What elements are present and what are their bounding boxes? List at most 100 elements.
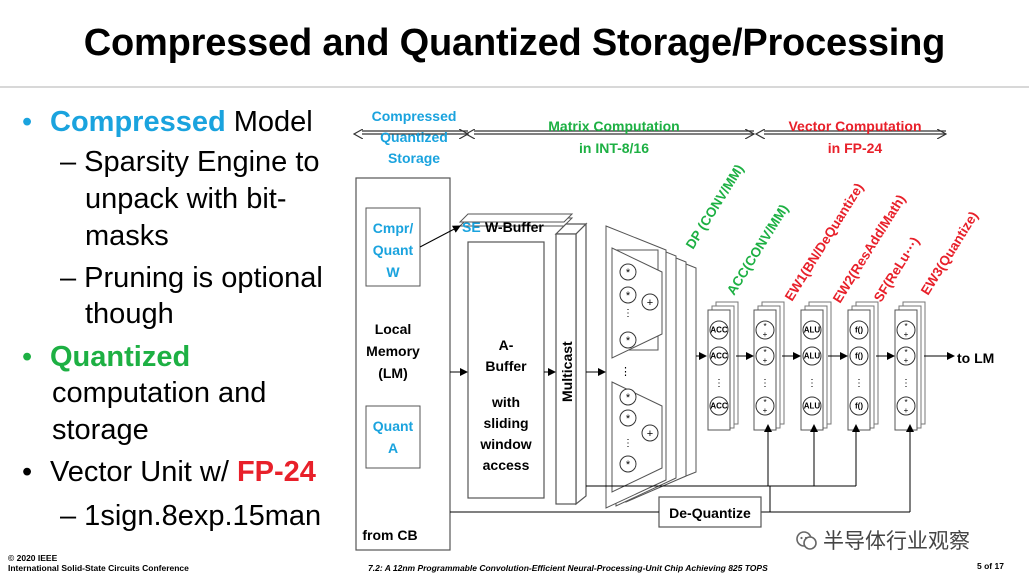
bullet-compressed-text: Model bbox=[225, 106, 313, 138]
acc-lane: ACC ACC ⋮ ACC bbox=[707, 301, 739, 431]
w-buffer-label: W-Buffer bbox=[485, 219, 544, 235]
multicast-block bbox=[554, 222, 588, 506]
header-matrix-2: in INT-8/16 bbox=[579, 140, 649, 156]
stage-label-dp: DP (CONV/MM) bbox=[683, 162, 747, 252]
svg-text:*: * bbox=[626, 392, 631, 404]
footer-copyright: © 2020 IEEE International Solid-State Ci… bbox=[8, 553, 189, 573]
cmpr-label-3: W bbox=[386, 264, 400, 280]
footer-paper-title: 7.2: A 12nm Programmable Convolution-Eff… bbox=[368, 563, 768, 573]
bullet-compressed: • Compressed Model bbox=[22, 104, 313, 141]
w-buffer-stack bbox=[458, 213, 574, 227]
ew1-lane: *+*+⋮*+ bbox=[753, 301, 785, 431]
multicast-label: Multicast bbox=[559, 341, 575, 402]
arrow-w-to-se bbox=[419, 225, 461, 248]
cmpr-label-1: Cmpr/ bbox=[373, 220, 414, 236]
sub-bullet-fp24-format: – 1sign.8exp.15man bbox=[60, 500, 322, 532]
a-buffer-label-6: access bbox=[483, 457, 530, 473]
wechat-icon bbox=[796, 531, 817, 550]
a-buffer-label-5: window bbox=[479, 436, 531, 452]
lane-ellipsis: ⋮ bbox=[901, 378, 911, 389]
svg-text:*: * bbox=[626, 459, 631, 471]
dp-lower-unit: * * + ⋮ * bbox=[611, 381, 663, 493]
header-arrows bbox=[362, 131, 946, 134]
header-vector-1: Vector Computation bbox=[788, 118, 921, 134]
vector-lanes: ACCACC⋮ACC*+*+⋮*+ALUALU⋮ALUf()f()⋮f()*+*… bbox=[707, 301, 926, 431]
a-buffer-label-3: with bbox=[491, 394, 520, 410]
ew3-lane: *+*+⋮*+ bbox=[894, 301, 926, 431]
slide-title: Compressed and Quantized Storage/Process… bbox=[83, 22, 946, 64]
svg-text:*: * bbox=[626, 290, 631, 302]
a-buffer-label-2: Buffer bbox=[485, 358, 527, 374]
lane-cell bbox=[896, 320, 916, 340]
svg-text:⋮: ⋮ bbox=[623, 308, 633, 319]
header-matrix-1: Matrix Computation bbox=[548, 118, 679, 134]
header-storage-2: Quantized bbox=[380, 129, 448, 145]
dp-upper-unit: * * + ⋮ * bbox=[611, 247, 663, 359]
svg-text:*: * bbox=[626, 413, 631, 425]
footer-copyright-line2: International Solid-State Circuits Confe… bbox=[8, 563, 189, 573]
lane-cell bbox=[849, 346, 869, 366]
footer-copyright-line1: © 2020 IEEE bbox=[8, 553, 58, 563]
lane-cell-label: ACC bbox=[710, 326, 728, 335]
lane-cell bbox=[755, 320, 775, 340]
header-vector-2: in FP-24 bbox=[828, 140, 883, 156]
lane-cell-add: + bbox=[763, 356, 768, 365]
lane-cell-add: + bbox=[904, 356, 909, 365]
stage-label-acc: ACC(CONV/MM) bbox=[724, 202, 792, 298]
lane-cell bbox=[755, 396, 775, 416]
a-buffer-label-1: A- bbox=[499, 337, 514, 353]
lane-cell bbox=[802, 396, 822, 416]
lm-label-3: (LM) bbox=[378, 365, 408, 381]
sub-bullet-pruning-1: – Pruning is optional bbox=[60, 262, 323, 294]
lane-cell-add: + bbox=[904, 406, 909, 415]
lane-cell-mul: * bbox=[763, 398, 766, 407]
npu-datapath-diagram: Compressed Quantized Storage Matrix Comp… bbox=[350, 100, 1029, 552]
quant-a-label-2: A bbox=[388, 440, 398, 456]
lane-ellipsis: ⋮ bbox=[854, 378, 864, 389]
bullet-dot: • bbox=[22, 106, 33, 138]
dequantize-block bbox=[658, 496, 762, 528]
datapath-svg: Compressed Quantized Storage Matrix Comp… bbox=[350, 108, 994, 551]
sub-bullet-pruning-2: though bbox=[85, 298, 174, 330]
lane-cell-mul: * bbox=[904, 322, 907, 331]
quant-a-box bbox=[365, 405, 421, 469]
lane-cell-label: f() bbox=[855, 352, 863, 361]
sub-bullet-sparsity-2: unpack with bit- bbox=[85, 183, 287, 215]
lane-cell bbox=[896, 346, 916, 366]
lane-cell-add: + bbox=[763, 406, 768, 415]
lane-cell bbox=[802, 346, 822, 366]
lane-cell bbox=[709, 396, 729, 416]
svg-text:*: * bbox=[626, 335, 631, 347]
lane-cell-label: f() bbox=[855, 326, 863, 335]
header-storage-3: Storage bbox=[388, 150, 440, 166]
stage-label-ew3: EW3(Quantize) bbox=[918, 209, 981, 298]
cmpr-label-2: Quant bbox=[373, 242, 414, 258]
lane-cell-mul: * bbox=[763, 322, 766, 331]
lane-cell-label: f() bbox=[855, 402, 863, 411]
bullet-compressed-highlight: Compressed bbox=[50, 106, 226, 138]
title-divider bbox=[0, 86, 1029, 88]
from-cb-label: from CB bbox=[362, 527, 417, 543]
a-buffer-label-4: sliding bbox=[483, 415, 528, 431]
bullet-dot: • bbox=[22, 456, 33, 488]
lane-ellipsis: ⋮ bbox=[714, 378, 724, 389]
sub-bullet-sparsity-3: masks bbox=[85, 220, 169, 252]
lane-cell bbox=[755, 346, 775, 366]
bullet-quantized-line2: computation and bbox=[52, 377, 267, 409]
header-storage-1: Compressed bbox=[372, 108, 457, 124]
lane-cell-label: ACC bbox=[710, 402, 728, 411]
quant-a-label-1: Quant bbox=[373, 418, 414, 434]
sf-lane: f() f() ⋮ f() bbox=[847, 301, 879, 431]
lane-cell-label: ALU bbox=[804, 352, 821, 361]
lane-ellipsis: ⋮ bbox=[807, 378, 817, 389]
lane-cell-add: + bbox=[763, 330, 768, 339]
lane-cell-label: ACC bbox=[710, 352, 728, 361]
se-label: SE bbox=[462, 219, 481, 235]
svg-text:*: * bbox=[626, 267, 631, 279]
lane-cell bbox=[802, 320, 822, 340]
footer-page-number: 5 of 17 bbox=[977, 561, 1004, 571]
bullet-vector-unit-text: Vector Unit w/ bbox=[50, 456, 237, 488]
svg-text:⋮: ⋮ bbox=[623, 438, 633, 449]
bullet-quantized: •Quantized bbox=[22, 339, 190, 376]
